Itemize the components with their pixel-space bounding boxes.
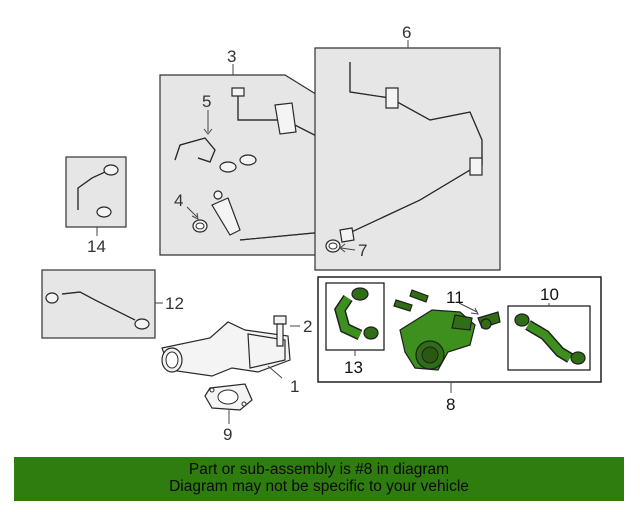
callout-3: 3 xyxy=(227,47,236,66)
banner-line-2: Diagram may not be specific to your vehi… xyxy=(169,478,469,495)
callout-11: 11 xyxy=(446,288,464,307)
callout-8: 8 xyxy=(446,395,455,414)
callout-10: 10 xyxy=(540,285,559,304)
callout-13: 13 xyxy=(344,358,363,377)
callout-9: 9 xyxy=(223,425,232,444)
callout-1: 1 xyxy=(290,377,299,396)
callout-14: 14 xyxy=(87,237,106,256)
callout-6: 6 xyxy=(402,23,411,42)
thermostat-housing-1 xyxy=(161,321,291,379)
info-banner: Part or sub-assembly is #8 in diagram Di… xyxy=(14,457,624,501)
callout-7: 7 xyxy=(358,241,367,260)
callout-12: 12 xyxy=(165,294,184,313)
gasket-9 xyxy=(204,383,253,424)
callout-2: 2 xyxy=(303,317,312,336)
fitting-4 xyxy=(211,197,241,236)
panel-12 xyxy=(41,269,163,339)
assembly-8 xyxy=(317,276,602,393)
bolt-2 xyxy=(273,315,300,347)
panel-14 xyxy=(65,156,127,236)
panel-6 xyxy=(314,40,501,271)
banner-line-1: Part or sub-assembly is #8 in diagram xyxy=(188,461,450,478)
callout-4: 4 xyxy=(174,191,183,210)
callout-5: 5 xyxy=(202,92,211,111)
